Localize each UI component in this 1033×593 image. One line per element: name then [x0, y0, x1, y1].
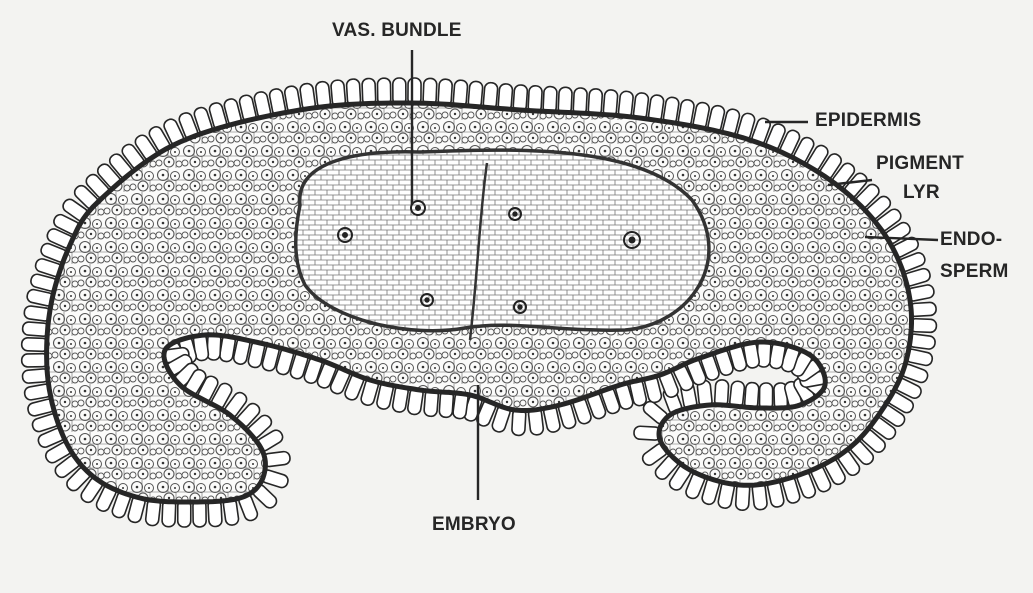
- endosperm-label-line2: SPERM: [940, 261, 1009, 283]
- epidermis-label: EPIDERMIS: [815, 110, 921, 132]
- vas-bundle-label: VAS. BUNDLE: [332, 20, 462, 42]
- endosperm-label-line1: ENDO-: [940, 229, 1002, 251]
- pigment-layer-label-line1: PIGMENT: [876, 153, 964, 175]
- embryo-region: [296, 150, 709, 331]
- embryo-label: EMBRYO: [432, 514, 516, 536]
- pigment-layer-label-line2: LYR: [903, 182, 940, 204]
